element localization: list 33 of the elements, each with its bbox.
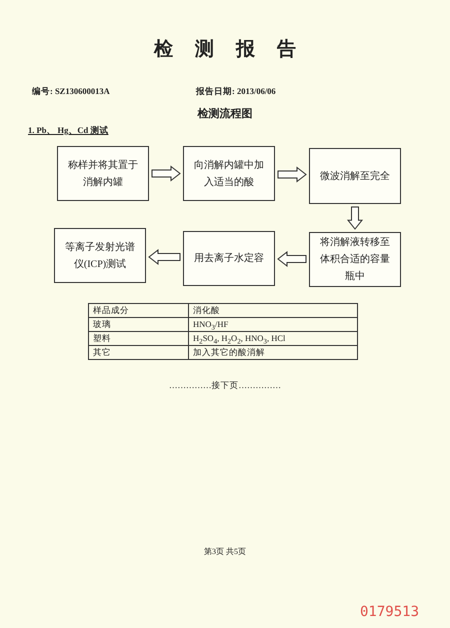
process-box: [183, 146, 275, 201]
step-text: 称样并将其置于消解内罐: [68, 158, 138, 190]
page-number: 第3页 共5页: [203, 546, 247, 557]
process-box: [309, 232, 401, 287]
step-text: 微波消解至完全: [320, 170, 390, 184]
hollow-arrow: [277, 250, 306, 268]
step-text: 等离子发射光谱仪(ICP)测试: [65, 240, 135, 272]
report-title: 检测报告: [152, 37, 319, 62]
continued-note: ……………接下页……………: [168, 380, 282, 392]
table-cell: 样品成分: [89, 304, 189, 318]
report-number: 编号: SZ130600013A: [32, 86, 110, 98]
table-cell: 其它: [89, 346, 189, 360]
hollow-arrow: [346, 206, 364, 230]
process-box: [309, 148, 401, 204]
table-cell: H$_{2}$SO$_{4}$, H$_{2}$O$_{2}$, HNO$_{3}$, HCl: [189, 332, 357, 346]
table-cell: 加入其它的酸消解: [189, 346, 357, 360]
step-text: 将消解液转移至体积合适的容量瓶中: [320, 236, 390, 284]
table-cell: 玻璃: [89, 318, 189, 332]
report-date: 报告日期: 2013/06/06: [196, 86, 276, 98]
hollow-arrow: [278, 166, 307, 183]
process-box: [54, 228, 146, 283]
test-heading: 1. Pb、 Hg、Cd 测试: [28, 125, 108, 137]
process-box: [183, 231, 275, 286]
section-heading: 检测流程图: [196, 106, 254, 121]
hollow-arrow: [152, 165, 181, 182]
step-text: 用去离子水定容: [194, 252, 264, 266]
table-cell: HNO$_{3}$/HF: [189, 318, 357, 332]
process-box: [57, 146, 149, 201]
table-cell: 消化酸: [189, 304, 357, 318]
serial-number: 0179513: [360, 604, 420, 620]
table-cell: 塑料: [89, 332, 189, 346]
step-text: 向消解内罐中加入适当的酸: [194, 158, 264, 190]
hollow-arrow: [148, 248, 180, 266]
